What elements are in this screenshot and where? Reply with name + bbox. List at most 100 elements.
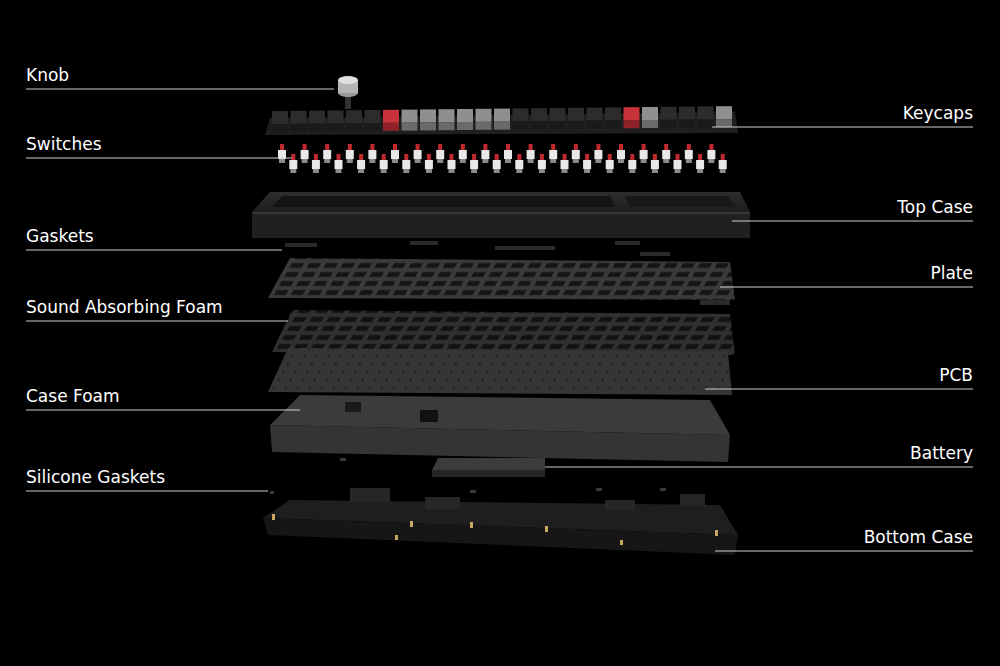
switch-housing [414,150,422,159]
keycap [642,120,658,128]
keycap [679,107,695,120]
switch-stem [630,154,634,160]
switch-base [347,159,353,163]
switch-base [324,159,330,163]
switch-stem [472,154,476,160]
switch-housing [380,160,388,169]
keycap [346,123,362,131]
switch-housing [335,160,343,169]
part-label: Silicone Gaskets [26,466,165,488]
switch-base [641,159,647,163]
switch-housing [640,150,648,159]
keycap [328,123,344,131]
keycap [272,124,288,132]
keycap [624,120,640,128]
keycap [439,122,455,130]
plate-figure [268,258,735,300]
switch-housing [561,160,569,169]
switch-housing [628,160,636,169]
switch-stem [596,144,600,150]
switch-base [516,169,522,173]
switch-base [573,159,579,163]
keycap [328,110,344,123]
keycap [642,107,658,120]
part-label: Keycaps [903,102,973,124]
switch-housing [391,150,399,159]
switches-figure [278,144,727,173]
switch-stem [483,144,487,150]
switch-stem [608,154,612,160]
keycap [365,110,381,123]
keycap [698,106,714,119]
switch-housing [301,150,309,159]
switch-base [562,169,568,173]
keycap [476,122,492,130]
keycap [402,110,418,123]
case-foam-figure [270,395,730,462]
part-label: Top Case [897,196,973,218]
switch-housing [538,160,546,169]
switch-base [437,159,443,163]
switch-base [595,159,601,163]
switch-stem [450,154,454,160]
switch-base [279,159,285,163]
switch-housing [606,160,614,169]
keycap [550,121,566,129]
switch-housing [594,150,602,159]
switch-base [528,159,534,163]
keycap [679,120,695,128]
keycap [383,110,399,123]
switch-stem [517,154,521,160]
switch-base [720,169,726,173]
battery-figure [432,458,545,477]
switch-stem [664,144,668,150]
keycap [457,109,473,122]
switch-base [426,169,432,173]
switch-housing [459,150,467,159]
switch-base [584,169,590,173]
leader-lines [26,89,973,551]
top-case-figure [252,192,750,238]
switch-housing [719,160,727,169]
keycap [605,107,621,120]
switch-stem [551,144,555,150]
switch-base [471,169,477,173]
keycap [531,121,547,129]
switch-housing [448,160,456,169]
keycap [698,119,714,127]
keycap [309,111,325,124]
switch-base [618,159,624,163]
keycap [494,109,510,122]
keycap [439,109,455,122]
keycap [568,108,584,121]
keycap [661,120,677,128]
switch-base [675,169,681,173]
switch-housing [470,160,478,169]
switch-base [505,159,511,163]
switch-stem [325,144,329,150]
keycap [457,122,473,130]
part-label: Sound Absorbing Foam [26,296,223,318]
switch-stem [698,154,702,160]
switch-base [302,159,308,163]
switch-housing [368,150,376,159]
switch-housing [323,150,331,159]
switch-base [336,169,342,173]
switch-housing [674,160,682,169]
keycap [420,109,436,122]
keycap [568,121,584,129]
switch-stem [280,144,284,150]
silicone-gaskets-figure [270,458,666,494]
switch-housing [481,150,489,159]
part-label: Case Foam [26,385,120,407]
switch-stem [676,154,680,160]
switch-stem [574,144,578,150]
switch-base [290,169,296,173]
switch-stem [438,144,442,150]
switch-stem [563,154,567,160]
switch-stem [506,144,510,150]
switch-housing [357,160,365,169]
knob-figure [338,76,358,109]
switch-housing [493,160,501,169]
keycap [587,121,603,129]
